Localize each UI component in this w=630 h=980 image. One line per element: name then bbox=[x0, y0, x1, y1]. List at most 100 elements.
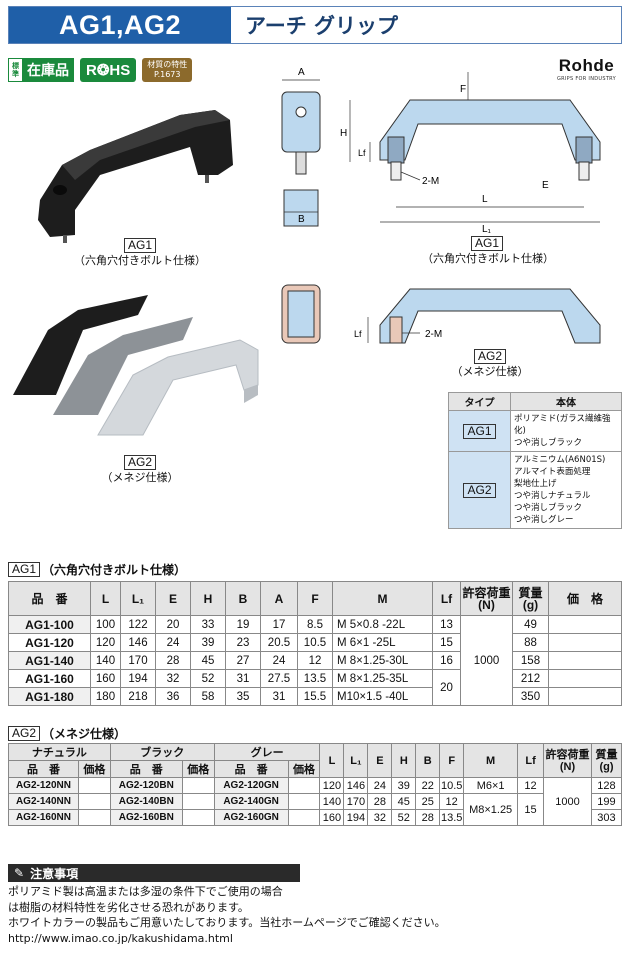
material-ag2-line3: 梨地仕上げ bbox=[514, 479, 557, 489]
ag2-spec-table: ナチュラル ブラック グレー L L₁ E H B F M Lf 許容荷重 (N… bbox=[8, 743, 623, 826]
table-row: AG1-180 180 218 36 58 35 31 15.5 M10×1.5… bbox=[8, 687, 622, 706]
t2-cell: 39 bbox=[391, 777, 417, 794]
material-ag2-line4: つや消しナチュラル bbox=[514, 491, 591, 501]
t1-h-B: B bbox=[225, 581, 261, 616]
t2-cell: 28 bbox=[367, 793, 393, 810]
t1-cell: 45 bbox=[190, 651, 226, 670]
t2-lf-merged: 15 bbox=[517, 793, 544, 826]
t2-thread: M6×1 bbox=[463, 777, 519, 794]
t1-cell: 19 bbox=[225, 615, 261, 634]
ag1-drawing-code: AG1 bbox=[470, 236, 503, 251]
t2-price bbox=[181, 777, 215, 794]
t1-load: 1000 bbox=[460, 615, 513, 706]
t1-h-A: A bbox=[260, 581, 298, 616]
t1-thread: M 5×0.8 -22L bbox=[332, 615, 433, 634]
t2-cell: 194 bbox=[343, 809, 369, 826]
t2-cell: 12 bbox=[439, 793, 465, 810]
t2-part-gn: AG2-140GN bbox=[213, 793, 289, 810]
ag1-spec-table: 品 番 L L₁ E H B A F M Lf 許容荷重 (N) 質量 (g) … bbox=[8, 581, 622, 706]
t2-sub-price-bn: 価格 bbox=[181, 760, 215, 778]
ag2-photo-code: AG2 bbox=[123, 455, 156, 470]
notice-heading: ✎ 注意事項 bbox=[8, 864, 300, 882]
brand-tagline: GRIPS FOR INDUSTRY bbox=[556, 76, 616, 82]
t1-cell: 100 bbox=[90, 615, 121, 634]
t2-part-nn: AG2-120NN bbox=[8, 777, 79, 794]
table-row: AG2-120NN AG2-120BN AG2-120GN 120 146 24… bbox=[8, 777, 623, 826]
material-link-badge[interactable]: 材質の特性 P.1673 bbox=[142, 58, 193, 82]
t2-group-natural: ナチュラル bbox=[8, 743, 111, 761]
t2-sub-price-gn: 価格 bbox=[287, 760, 321, 778]
t1-cell: 27.5 bbox=[260, 669, 298, 688]
product-name-title: アーチ グリップ bbox=[231, 7, 621, 43]
t1-h-mass-line2: (g) bbox=[522, 597, 539, 612]
t1-cell: 24 bbox=[260, 651, 298, 670]
ag2-photo-desc: （メネジ仕様） bbox=[101, 471, 179, 484]
dim-label-H: H bbox=[340, 128, 347, 139]
t1-h-load-line2: (N) bbox=[478, 597, 495, 612]
t1-mass: 88 bbox=[512, 633, 549, 652]
t1-cell: 15.5 bbox=[297, 687, 333, 706]
t1-cell: 27 bbox=[225, 651, 261, 670]
t2-h-load-line1: 許容荷重 bbox=[545, 748, 590, 761]
t1-cell: 16 bbox=[432, 651, 461, 670]
t2-cell: 25 bbox=[415, 793, 441, 810]
t1-cell: 13.5 bbox=[297, 669, 333, 688]
dim-label-L: L bbox=[482, 194, 488, 205]
section-heading-ag2: AG2 （メネジ仕様） bbox=[8, 725, 126, 742]
pencil-icon: ✎ bbox=[14, 866, 25, 880]
t2-cell: 28 bbox=[415, 809, 441, 826]
t2-thread-merged: M8×1.25 bbox=[463, 793, 519, 826]
section-ag1-code: AG1 bbox=[8, 562, 41, 577]
t1-mass: 212 bbox=[512, 669, 549, 688]
ag1-photo-desc: （六角穴付きボルト仕様） bbox=[74, 254, 206, 267]
t1-cell: 180 bbox=[90, 687, 121, 706]
ag2-dim-label-Lf: Lf bbox=[354, 329, 362, 339]
t2-cell: 170 bbox=[343, 793, 369, 810]
t1-h-part: 品 番 bbox=[8, 581, 91, 616]
notice-line-3: ホワイトカラーの製品もご用意いたしております。当社ホームページでご確認ください。 bbox=[8, 916, 446, 929]
ag2-product-photo bbox=[13, 295, 259, 436]
material-badge-line2: P.1673 bbox=[154, 70, 181, 79]
t2-h-E: E bbox=[367, 743, 393, 778]
t2-group-black: ブラック bbox=[109, 743, 215, 761]
table-row: AG1-100 100 122 20 33 19 17 8.5 M 5×0.8 … bbox=[8, 615, 622, 706]
t2-h-mass: 質量 (g) bbox=[590, 743, 623, 778]
t1-cell: 140 bbox=[90, 651, 121, 670]
t2-h-L: L bbox=[319, 743, 345, 778]
t1-cell: 31 bbox=[225, 669, 261, 688]
t2-mass: 199 bbox=[590, 793, 623, 810]
dim-label-A: A bbox=[298, 67, 305, 78]
ag1-photo-code: AG1 bbox=[123, 238, 156, 253]
t1-mass: 158 bbox=[512, 651, 549, 670]
t1-cell: 58 bbox=[190, 687, 226, 706]
t2-price bbox=[181, 793, 215, 810]
t2-h-Lf: Lf bbox=[517, 743, 544, 778]
t1-price bbox=[548, 633, 622, 652]
t1-h-H: H bbox=[190, 581, 226, 616]
product-code-title: AG1,AG2 bbox=[9, 7, 231, 43]
t2-part-nn: AG2-140NN bbox=[8, 793, 79, 810]
notice-url-link[interactable]: http://www.imao.co.jp/kakushidama.html bbox=[8, 931, 233, 945]
material-table-header-body: 本体 bbox=[510, 392, 622, 411]
t2-cell: 24 bbox=[367, 777, 393, 794]
t2-h-M: M bbox=[463, 743, 519, 778]
t2-part-bn: AG2-160BN bbox=[109, 809, 183, 826]
t1-h-mass-line1: 質量 bbox=[518, 585, 543, 600]
t1-lf-merged: 20 bbox=[432, 669, 461, 706]
t1-mass: 350 bbox=[512, 687, 549, 706]
material-row-ag1: AG1 ポリアミド(ガラス繊維強化) つや消しブラック bbox=[448, 410, 622, 452]
t2-part-bn: AG2-120BN bbox=[109, 777, 183, 794]
t1-price bbox=[548, 687, 622, 706]
dim-label-F: F bbox=[460, 84, 466, 95]
rohs-badge: R❂HS bbox=[80, 58, 137, 82]
t2-price bbox=[77, 809, 111, 826]
t1-h-load: 許容荷重 (N) bbox=[460, 581, 513, 616]
t1-cell: 12 bbox=[297, 651, 333, 670]
t2-cell: 13.5 bbox=[439, 809, 465, 826]
ag1-drawing-desc: （六角穴付きボルト仕様） bbox=[422, 252, 554, 265]
table-row: AG1-160 160 194 32 52 31 27.5 13.5 M 8×1… bbox=[8, 669, 622, 706]
t1-cell: 20 bbox=[155, 615, 191, 634]
ag1-drawing-caption: AG1 （六角穴付きボルト仕様） bbox=[422, 236, 554, 266]
t2-h-load-line2: (N) bbox=[559, 760, 576, 773]
t2-part-bn: AG2-140BN bbox=[109, 793, 183, 810]
